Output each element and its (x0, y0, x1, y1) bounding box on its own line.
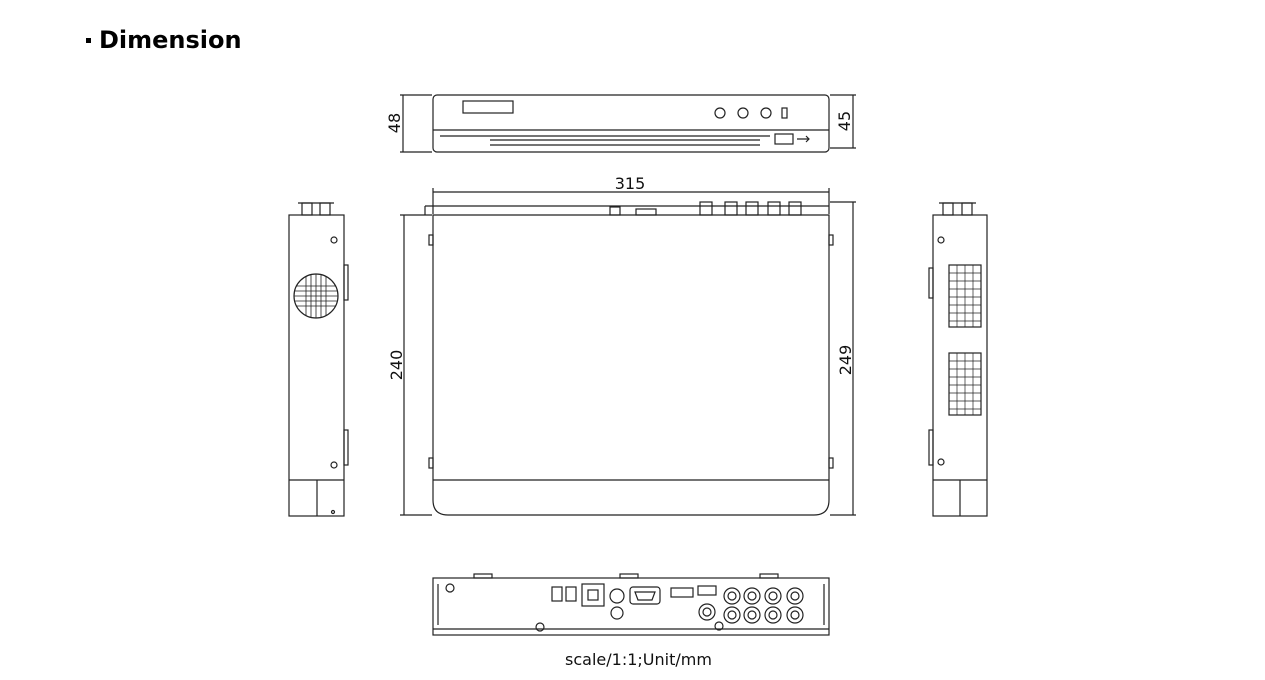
front-view (400, 94, 856, 153)
usb-icon (797, 135, 810, 143)
bnc-input-7 (764, 606, 782, 624)
top-depth-left-label: 240 (387, 350, 406, 381)
hdmi-port (670, 587, 694, 598)
usb-port (774, 133, 794, 145)
front-button-2 (737, 107, 749, 119)
lan-port (581, 583, 605, 607)
bnc-input-6 (743, 606, 761, 624)
audio-out (609, 588, 625, 604)
scale-caption-text: scale/1:1;Unit/mm (565, 650, 712, 669)
audio-in (610, 606, 624, 620)
vga-port (629, 586, 661, 605)
top-depth-right-label: 249 (836, 345, 855, 376)
front-height-left-label: 48 (385, 113, 404, 133)
front-height-right-label: 45 (835, 111, 854, 131)
front-indicator (781, 107, 788, 119)
bnc-input-4 (786, 587, 804, 605)
left-side-view (288, 202, 349, 517)
rear-usb-port (697, 585, 717, 596)
bnc-input-2 (743, 587, 761, 605)
front-button-1 (714, 107, 726, 119)
bnc-input-1 (723, 587, 741, 605)
title-bullet (86, 37, 91, 43)
top-width-label: 315 (615, 174, 646, 193)
bnc-input-5 (723, 606, 741, 624)
title-text: Dimension (99, 26, 242, 54)
page-title: Dimension (86, 26, 242, 54)
bnc-input-8 (786, 606, 804, 624)
power-input (551, 586, 563, 602)
right-side-view (928, 202, 988, 517)
front-button-3 (760, 107, 772, 119)
bnc-input-3 (764, 587, 782, 605)
front-display-window (462, 100, 514, 114)
scale-caption: scale/1:1;Unit/mm (0, 650, 1265, 669)
top-view (400, 188, 856, 516)
rear-view (432, 573, 830, 636)
